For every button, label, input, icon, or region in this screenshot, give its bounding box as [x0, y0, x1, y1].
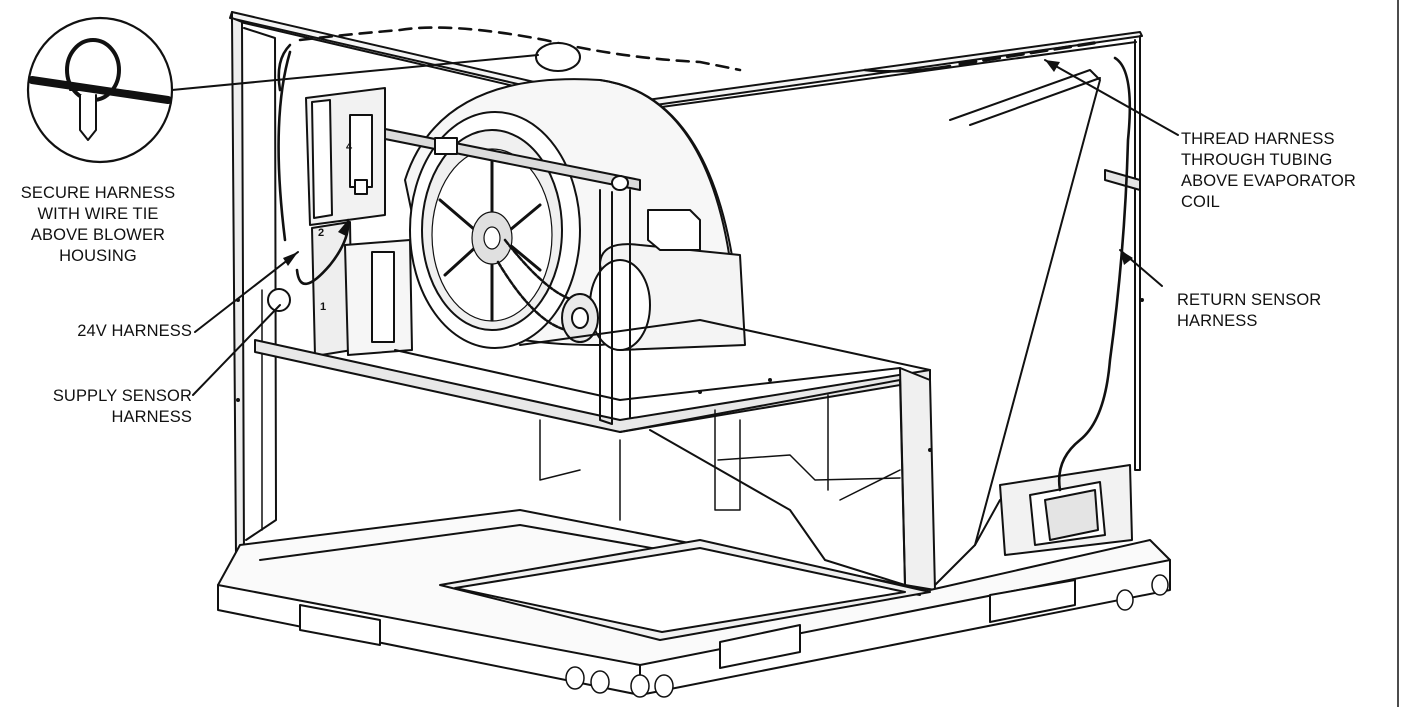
- wire-tie-location-marker: [535, 42, 581, 72]
- cabinet-base: [217, 509, 1171, 696]
- callout-line: COIL: [1181, 193, 1220, 211]
- callout-supply-sensor-harness: SUPPLY SENSOR HARNESS: [10, 386, 192, 428]
- part-number-2: 2: [318, 227, 324, 239]
- part-number-4: 4: [346, 141, 353, 153]
- callout-line: THROUGH TUBING: [1181, 151, 1333, 169]
- callout-line: HARNESS: [111, 408, 192, 426]
- callout-line: ABOVE BLOWER: [30, 226, 166, 244]
- blower-motor: [561, 209, 746, 351]
- leader-arrowheads: [283, 60, 1133, 266]
- right-panel: [929, 35, 1141, 591]
- callout-line: HARNESS: [1177, 312, 1258, 330]
- callout-line: SUPPLY SENSOR: [52, 387, 192, 405]
- blower-wheel: [431, 148, 553, 322]
- blower-housing: [404, 78, 736, 349]
- callout-line: 24V HARNESS: [77, 322, 192, 340]
- part-number-1: 1: [320, 301, 326, 313]
- callout-24v-harness: 24V HARNESS: [30, 321, 192, 342]
- callout-line: ABOVE EVAPORATOR: [1181, 172, 1356, 190]
- base-knockouts: [565, 574, 1169, 698]
- return-sensor-box: [999, 464, 1133, 556]
- callout-line: WITH WIRE TIE: [37, 205, 159, 223]
- leader-lines: [171, 54, 1179, 396]
- callout-line: HOUSING: [59, 247, 137, 265]
- control-box: [305, 87, 413, 357]
- rivets: [236, 298, 1144, 452]
- callout-line: RETURN SENSOR: [1177, 291, 1322, 309]
- callout-line: THREAD HARNESS: [1181, 130, 1335, 148]
- support-panel: [539, 367, 936, 591]
- wire-tie-detail: [26, 16, 174, 164]
- callout-thread-harness: THREAD HARNESS THROUGH TUBING ABOVE EVAP…: [1181, 129, 1391, 213]
- callout-return-sensor-harness: RETURN SENSOR HARNESS: [1177, 290, 1377, 332]
- callout-secure-harness: SECURE HARNESS WITH WIRE TIE ABOVE BLOWE…: [0, 183, 196, 267]
- callout-line: SECURE HARNESS: [20, 184, 176, 202]
